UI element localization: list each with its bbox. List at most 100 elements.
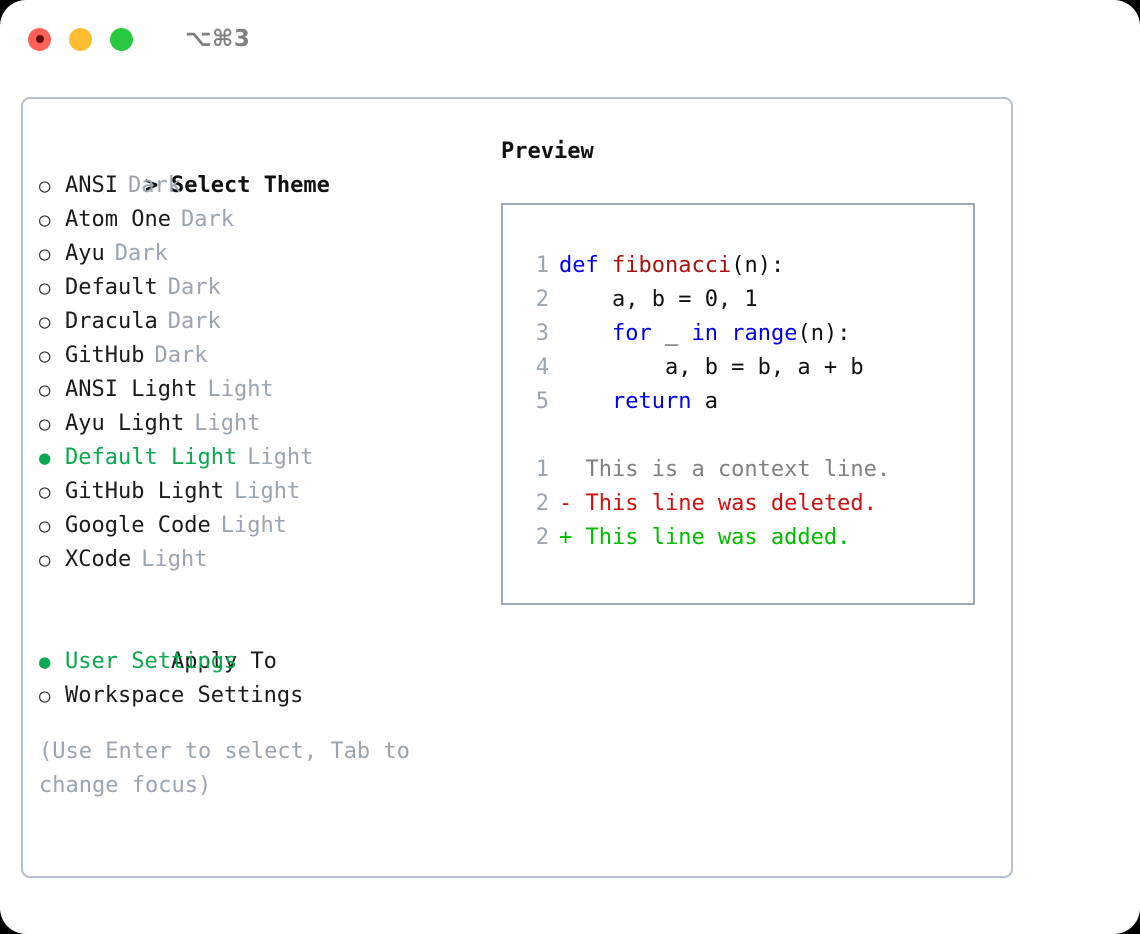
theme-name: Ayu Light <box>65 411 185 436</box>
theme-name: Ayu <box>65 241 105 266</box>
apply-to-option[interactable]: User Settings <box>39 645 479 679</box>
code-token-kw: in <box>691 321 718 346</box>
line-number: 1 <box>535 457 549 482</box>
list-spacer <box>39 577 479 611</box>
theme-list-item[interactable]: GitHub Dark <box>39 339 479 373</box>
apply-to-header: Apply To <box>39 611 479 674</box>
radio-unselected-icon[interactable] <box>39 543 65 577</box>
radio-unselected-icon[interactable] <box>39 509 65 543</box>
code-line: 4 a, b = b, a + b <box>519 351 973 385</box>
line-number: 2 <box>535 525 549 550</box>
code-token-ctx: This is a context line. <box>559 457 891 482</box>
radio-unselected-icon[interactable] <box>39 305 65 339</box>
maximize-button[interactable] <box>110 27 133 51</box>
theme-list-item[interactable]: Ayu Light Light <box>39 407 479 441</box>
theme-name: XCode <box>65 547 132 572</box>
theme-variant-tag: Light <box>233 479 301 504</box>
theme-name: Default Light <box>65 445 238 470</box>
apply-to-option[interactable]: Workspace Settings <box>39 679 479 713</box>
line-number: 2 <box>535 491 549 516</box>
code-token-plain <box>559 389 612 414</box>
code-token-kw: for <box>611 321 652 346</box>
apply-to-label: User Settings <box>65 649 238 674</box>
radio-unselected-icon[interactable] <box>39 373 65 407</box>
select-theme-header: Select Theme <box>39 135 479 198</box>
theme-list-item[interactable]: ANSI Light Light <box>39 373 479 407</box>
help-text: (Use Enter to select, Tab to change focu… <box>39 739 410 798</box>
theme-picker-column: Select Theme ANSIDarkAtom OneDarkAyuDark… <box>39 135 479 803</box>
theme-list: ANSIDarkAtom OneDarkAyuDarkDefaultDarkDr… <box>39 169 479 577</box>
theme-name: ANSI Light <box>65 377 198 402</box>
theme-name: Atom One <box>65 207 171 232</box>
theme-name: GitHub <box>65 343 145 368</box>
line-number: 4 <box>535 355 549 380</box>
theme-variant-tag: Dark <box>127 173 181 198</box>
theme-variant-tag: Dark <box>167 275 221 300</box>
minimize-button[interactable] <box>69 27 92 51</box>
code-token-kw: def <box>559 253 612 278</box>
code-token-plain: _ <box>651 321 692 346</box>
preview-label: Preview <box>501 139 594 164</box>
code-token-kw: return <box>611 389 692 414</box>
code-line: 5 return a <box>519 385 973 419</box>
theme-list-item[interactable]: Atom One Dark <box>39 203 479 237</box>
radio-unselected-icon[interactable] <box>39 407 65 441</box>
code-token-add: + This line was added. <box>559 525 851 550</box>
radio-unselected-icon[interactable] <box>39 237 65 271</box>
apply-to-list: User SettingsWorkspace Settings <box>39 645 479 713</box>
line-number: 5 <box>535 389 549 414</box>
theme-variant-tag: Light <box>141 547 208 572</box>
line-number: 3 <box>535 321 549 346</box>
code-token-plain <box>559 321 612 346</box>
theme-name: Default <box>65 275 158 300</box>
code-token-plain: a, b = 0, 1 <box>559 287 758 312</box>
radio-selected-icon[interactable] <box>39 441 65 475</box>
close-button[interactable] <box>28 27 51 51</box>
theme-list-item[interactable]: ANSI Dark <box>39 169 479 203</box>
theme-list-item[interactable]: GitHub Light Light <box>39 475 479 509</box>
diff-sample: 1 This is a context line. 2 - This line wa… <box>519 453 973 555</box>
select-theme-title: Select Theme <box>170 173 330 198</box>
code-token-fn: fibonacci <box>611 253 732 278</box>
code-token-kw: range <box>731 321 798 346</box>
theme-variant-tag: Dark <box>167 309 221 334</box>
code-diff-separator <box>519 419 973 453</box>
theme-list-item[interactable]: XCode Light <box>39 543 479 577</box>
theme-list-item[interactable]: Default Light Light <box>39 441 479 475</box>
keyboard-shortcut-label: ⌥⌘3 <box>185 26 251 52</box>
code-token-plain: (n): <box>797 321 851 346</box>
line-number: 2 <box>535 287 549 312</box>
radio-unselected-icon[interactable] <box>39 339 65 373</box>
theme-name: GitHub Light <box>65 479 224 504</box>
apply-to-title: Apply To <box>170 649 277 674</box>
main-panel: Select Theme ANSIDarkAtom OneDarkAyuDark… <box>21 97 1013 878</box>
radio-unselected-icon[interactable] <box>39 271 65 305</box>
radio-unselected-icon[interactable] <box>39 679 65 713</box>
code-line: 3 for _ in range(n): <box>519 317 973 351</box>
code-token-plain: (n): <box>731 253 785 278</box>
theme-name: ANSI <box>65 173 118 198</box>
radio-selected-icon[interactable] <box>39 645 65 679</box>
theme-variant-tag: Dark <box>154 343 208 368</box>
diff-line: 2 - This line was deleted. <box>519 487 973 521</box>
radio-unselected-icon[interactable] <box>39 169 65 203</box>
code-token-plain: a <box>691 389 718 414</box>
theme-list-item[interactable]: Ayu Dark <box>39 237 479 271</box>
theme-variant-tag: Light <box>207 377 274 402</box>
theme-variant-tag: Dark <box>180 207 234 232</box>
code-token-del: - This line was deleted. <box>559 491 877 516</box>
theme-variant-tag: Light <box>247 445 314 470</box>
theme-variant-tag: Dark <box>114 241 168 266</box>
radio-unselected-icon[interactable] <box>39 203 65 237</box>
apply-to-label: Workspace Settings <box>65 683 304 708</box>
radio-unselected-icon[interactable] <box>39 475 65 509</box>
code-token-plain: a, b = b, a + b <box>559 355 864 380</box>
theme-list-item[interactable]: Default Dark <box>39 271 479 305</box>
title-bar: ⌥⌘3 <box>0 0 1140 78</box>
diff-line: 2 + This line was added. <box>519 521 973 555</box>
theme-variant-tag: Light <box>194 411 261 436</box>
